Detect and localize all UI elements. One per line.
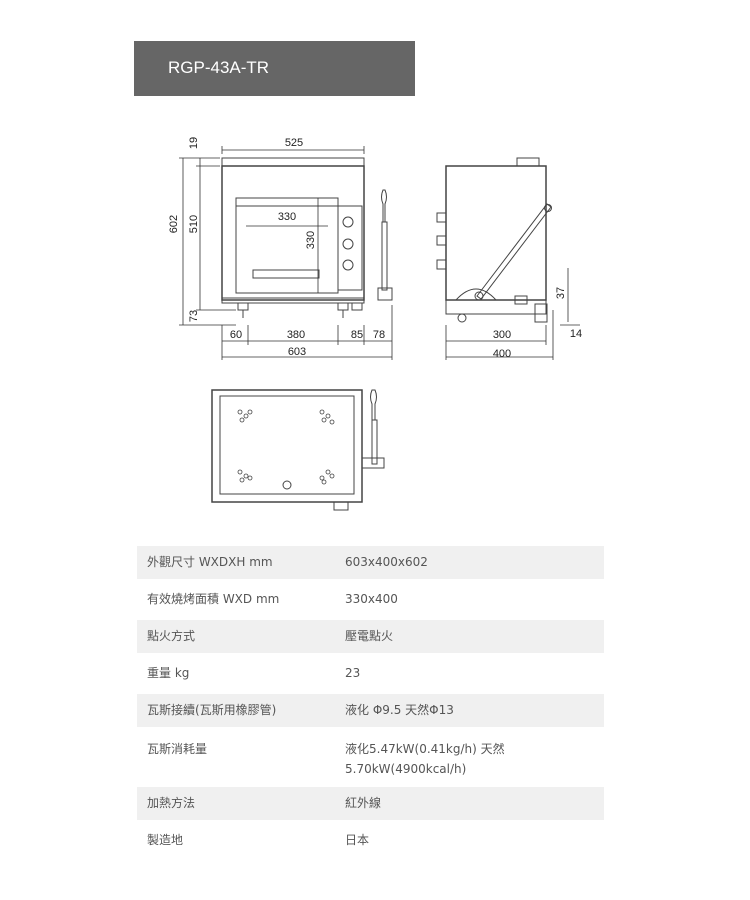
spec-table: 外觀尺寸 WXDXH mm 603x400x602 有效燒烤面積 WXD mm …	[137, 546, 604, 857]
front-view	[221, 157, 393, 318]
spec-row-origin: 製造地 日本	[137, 824, 604, 857]
spec-value: 23	[345, 666, 361, 680]
dim-73: 73	[188, 310, 200, 322]
spec-label: 點火方式	[137, 620, 331, 653]
top-view	[211, 389, 385, 511]
spec-label: 瓦斯接續(瓦斯用橡膠管)	[137, 694, 331, 727]
dim-85: 85	[351, 329, 363, 341]
dim-330-w: 330	[278, 211, 296, 223]
dim-525: 525	[285, 137, 303, 149]
spec-row-ignition: 點火方式 壓電點火	[137, 620, 604, 653]
spec-value: 液化 Φ9.5 天然Φ13	[331, 694, 604, 727]
spec-row-weight: 重量 kg 23	[137, 657, 604, 690]
spec-row-heating: 加熱方法 紅外線	[137, 787, 604, 820]
spec-value: 壓電點火	[331, 620, 604, 653]
dim-300: 300	[493, 329, 511, 341]
spec-value: 紅外線	[331, 787, 604, 820]
dim-37: 37	[555, 287, 567, 299]
front-dimension-lines	[179, 146, 393, 360]
product-title-bar: RGP-43A-TR	[134, 41, 415, 96]
spec-label: 製造地	[147, 833, 184, 847]
side-view	[436, 157, 552, 323]
side-dimension-lines	[445, 268, 580, 360]
dim-400: 400	[493, 348, 511, 360]
dim-14: 14	[570, 328, 582, 340]
dim-60: 60	[230, 329, 242, 341]
spec-value: 液化5.47kW(0.41kg/h) 天然 5.70kW(4900kcal/h)	[331, 731, 604, 783]
spec-value-line-1: 液化5.47kW(0.41kg/h) 天然	[345, 742, 505, 756]
technical-drawing: 525 19 602 510 330 330 73 60 380 85 78 6…	[168, 137, 582, 511]
spec-row-gas-connection: 瓦斯接續(瓦斯用橡膠管) 液化 Φ9.5 天然Φ13	[137, 694, 604, 727]
spec-label: 外觀尺寸 WXDXH mm	[137, 546, 331, 579]
spec-label: 加熱方法	[137, 787, 331, 820]
product-model-title: RGP-43A-TR	[168, 58, 270, 77]
spec-label: 瓦斯消耗量	[147, 742, 208, 756]
dim-510: 510	[188, 215, 200, 233]
spec-label: 有效燒烤面積 WXD mm	[147, 592, 280, 606]
dim-330-h: 330	[305, 231, 317, 249]
spec-value-line-2: 5.70kW(4900kcal/h)	[345, 762, 467, 776]
spec-row-grill-area: 有效燒烤面積 WXD mm 330x400	[137, 583, 604, 616]
dim-19: 19	[188, 137, 200, 149]
spec-value: 330x400	[345, 592, 398, 606]
spec-value: 日本	[345, 833, 370, 847]
spec-row-dimensions: 外觀尺寸 WXDXH mm 603x400x602	[137, 546, 604, 579]
dim-602: 602	[168, 215, 180, 233]
spec-value: 603x400x602	[331, 546, 604, 579]
spec-label: 重量 kg	[147, 666, 190, 680]
spec-row-gas-consumption: 瓦斯消耗量 液化5.47kW(0.41kg/h) 天然 5.70kW(4900k…	[137, 731, 604, 783]
dim-603: 603	[288, 346, 306, 358]
dim-78: 78	[373, 329, 385, 341]
dim-380: 380	[287, 329, 305, 341]
